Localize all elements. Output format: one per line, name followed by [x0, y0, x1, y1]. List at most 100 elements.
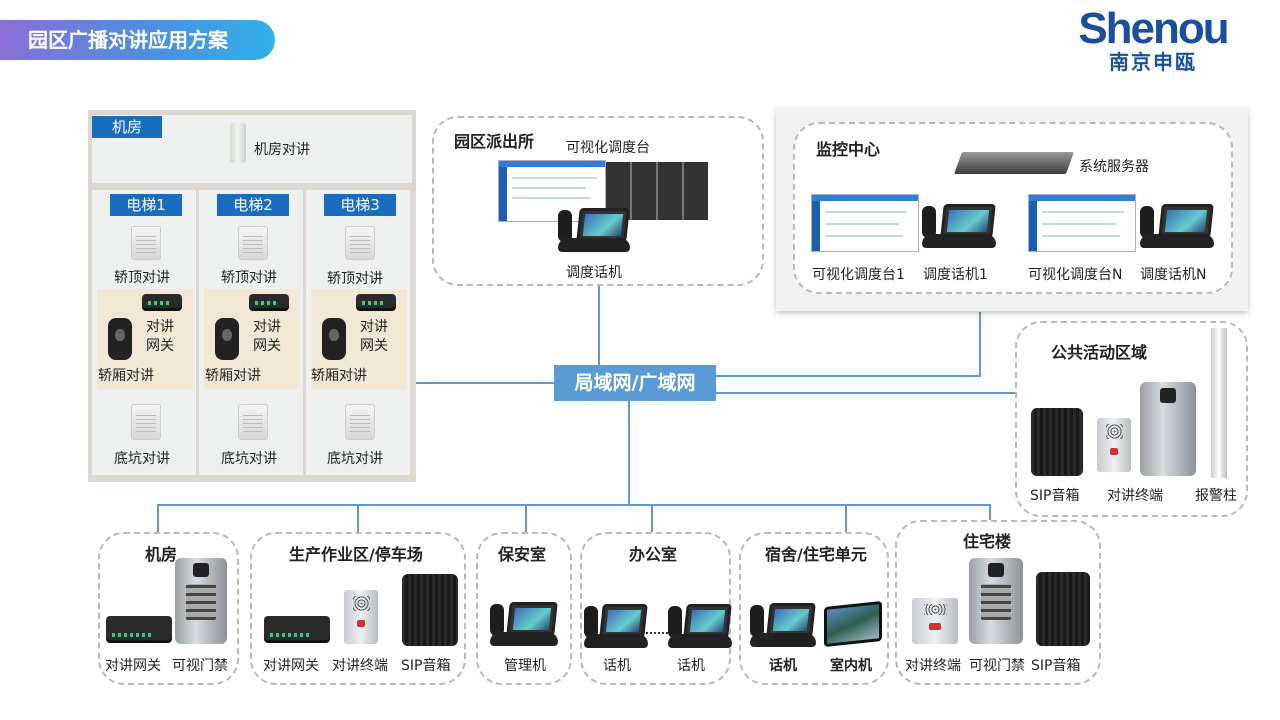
intercom-terminal-label: 对讲终端 — [332, 658, 388, 674]
dorm-phone-label: 话机 — [769, 658, 797, 674]
drop-3 — [525, 504, 527, 534]
gateway-label: 对讲 网关 — [253, 319, 281, 354]
video-door-label: 可视门禁 — [172, 658, 228, 674]
gateway-label: 对讲网关 — [263, 658, 319, 674]
cabin-intercom-device — [215, 318, 239, 360]
console-n-label: 可视化调度台N — [1028, 267, 1123, 283]
drop-4 — [651, 504, 653, 534]
console-screen-1 — [811, 194, 919, 252]
console-screen-right — [606, 162, 708, 220]
link-machine-room — [415, 382, 555, 384]
link-police — [598, 285, 600, 367]
sip-speaker-label: SIP音箱 — [1031, 658, 1081, 674]
tag-elevator-1: 电梯1 — [110, 194, 182, 216]
gateway-device — [106, 616, 172, 640]
gateway-label: 对讲 网关 — [360, 319, 388, 354]
sip-speaker-device — [1036, 572, 1090, 646]
logo-text-cn: 南京申瓯 — [1109, 50, 1197, 74]
car-top-intercom-label: 轿顶对讲 — [114, 270, 170, 286]
car-top-intercom-label: 轿顶对讲 — [221, 270, 277, 286]
cabin-intercom-label: 轿厢对讲 — [205, 368, 261, 384]
phone-link-dots — [646, 632, 668, 634]
pit-intercom-label: 底坑对讲 — [327, 451, 383, 467]
gateway-label: 对讲网关 — [105, 658, 161, 674]
dispatch-phone-device — [558, 206, 630, 252]
console-screen-n — [1028, 194, 1136, 252]
company-logo: Shenou 南京申瓯 — [1068, 6, 1238, 74]
bottom-security-title: 保安室 — [498, 545, 547, 564]
car-top-intercom-device — [238, 226, 268, 260]
dispatch-phone-n-device — [1140, 202, 1214, 248]
car-top-intercom-device — [131, 226, 161, 260]
monitor-center-title: 监控中心 — [816, 140, 881, 159]
drop-5 — [845, 504, 847, 534]
tag-elevator-2: 电梯2 — [217, 194, 289, 216]
intercom-terminal-device — [344, 590, 378, 644]
gateway-device — [264, 616, 330, 640]
sip-speaker-device — [402, 574, 458, 646]
gateway-device — [249, 294, 289, 308]
pit-intercom-label: 底坑对讲 — [114, 451, 170, 467]
public-area-title: 公共活动区域 — [1051, 343, 1148, 362]
system-server-label: 系统服务器 — [1079, 159, 1149, 175]
car-top-intercom-device — [345, 226, 375, 260]
machine-room-intercom-label: 机房对讲 — [254, 142, 310, 158]
bottom-residential-title: 住宅楼 — [963, 532, 1012, 551]
indoor-unit-label: 室内机 — [830, 658, 872, 674]
office-phone-label: 话机 — [603, 658, 631, 674]
bottom-office-title: 办公室 — [629, 545, 678, 564]
dispatch-phone-1-label: 调度话机1 — [923, 267, 988, 283]
machine-room-intercom-device — [230, 123, 246, 163]
link-bottom-trunk — [628, 401, 630, 505]
indoor-unit-device — [824, 600, 882, 648]
pit-intercom-label: 底坑对讲 — [221, 451, 277, 467]
intercom-terminal-device — [912, 598, 958, 644]
dispatch-phone-label: 调度话机 — [566, 265, 622, 281]
cabin-intercom-label: 轿厢对讲 — [98, 368, 154, 384]
intercom-terminal-device — [1097, 418, 1131, 472]
management-phone-label: 管理机 — [504, 658, 546, 674]
bottom-machine-room-title: 机房 — [145, 545, 178, 564]
dorm-phone-device — [750, 603, 816, 647]
cabin-intercom-device — [322, 318, 346, 360]
dispatch-phone-n-label: 调度话机N — [1140, 267, 1207, 283]
alarm-pole-label: 报警柱 — [1195, 488, 1237, 504]
system-server-device — [953, 152, 1075, 174]
drop-6 — [989, 504, 991, 522]
pit-intercom-device — [345, 404, 375, 440]
intercom-terminal-label: 对讲终端 — [905, 658, 961, 674]
sip-speaker-device — [1031, 408, 1083, 476]
page-title: 园区广播对讲应用方案 — [0, 20, 275, 60]
link-monitor-h — [716, 375, 981, 377]
video-door-device — [969, 558, 1023, 644]
gateway-device — [142, 294, 182, 308]
tag-machine-room: 机房 — [92, 116, 162, 138]
video-door-label: 可视门禁 — [969, 658, 1025, 674]
drop-2 — [357, 504, 359, 534]
public-sip-speaker-label: SIP音箱 — [1030, 488, 1080, 504]
gateway-label: 对讲 网关 — [146, 319, 174, 354]
link-public — [716, 392, 1016, 394]
bottom-production-title: 生产作业区/停车场 — [289, 545, 423, 564]
cabin-intercom-device — [108, 318, 132, 360]
tag-elevator-3: 电梯3 — [324, 194, 396, 216]
drop-1 — [157, 504, 159, 534]
console-1-label: 可视化调度台1 — [812, 267, 905, 283]
network-hub: 局域网/广域网 — [554, 365, 716, 401]
office-phone-label: 话机 — [677, 658, 705, 674]
pit-intercom-device — [238, 404, 268, 440]
dispatch-phone-1-device — [922, 202, 996, 248]
gateway-device — [356, 294, 396, 308]
sip-speaker-label: SIP音箱 — [401, 658, 451, 674]
link-bottom-bus — [157, 504, 990, 506]
visual-console-label: 可视化调度台 — [566, 140, 650, 156]
cabin-intercom-label: 轿厢对讲 — [311, 368, 367, 384]
alarm-pole-device — [1211, 328, 1227, 478]
public-intercom-terminal-label: 对讲终端 — [1107, 488, 1163, 504]
video-door-device — [1140, 382, 1196, 476]
monitor-center-group — [793, 122, 1233, 294]
police-station-title: 园区派出所 — [454, 132, 535, 151]
car-top-intercom-label: 轿顶对讲 — [327, 271, 383, 287]
management-phone-device — [490, 602, 558, 646]
video-door-device — [175, 558, 227, 644]
